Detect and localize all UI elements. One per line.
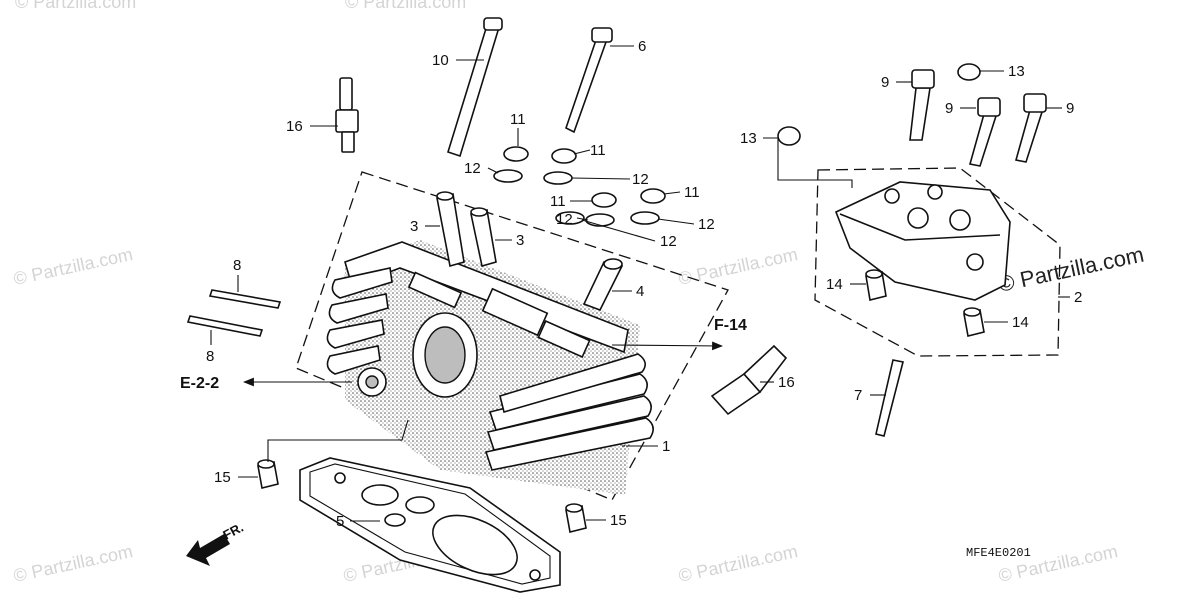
callout-9[interactable]: 9 <box>881 74 889 91</box>
head-gasket <box>299 457 561 593</box>
leader-lines <box>210 45 1070 522</box>
long-bolt <box>565 27 613 134</box>
callout-10[interactable]: 10 <box>432 52 449 69</box>
holder-bolt <box>1014 93 1047 163</box>
cylinder-head-fins-left <box>326 267 393 375</box>
collar <box>865 269 887 301</box>
rocker-boss <box>481 287 549 337</box>
watermark: © Partzilla.com <box>15 0 136 12</box>
callout-15[interactable]: 15 <box>214 469 231 486</box>
reference-label-f14[interactable]: F-14 <box>714 317 747 334</box>
cylinder-head-group <box>295 171 729 501</box>
callout-4[interactable]: 4 <box>636 283 644 300</box>
callout-5[interactable]: 5 <box>336 513 344 530</box>
callout-3[interactable]: 3 <box>410 218 418 235</box>
callout-6[interactable]: 6 <box>638 38 646 55</box>
callout-14[interactable]: 14 <box>826 276 843 293</box>
callout-9[interactable]: 9 <box>945 100 953 117</box>
watermark: © Partzilla.com <box>677 541 800 586</box>
front-arrow-icon <box>186 534 230 566</box>
cylinder-head-fins-right <box>484 353 654 471</box>
watermark-strong: © Partzilla.com <box>996 242 1146 297</box>
callout-2[interactable]: 2 <box>1074 289 1082 306</box>
callout-16[interactable]: 16 <box>286 118 303 135</box>
rocker-holder-boundary <box>814 167 1061 357</box>
long-bolt <box>447 17 503 158</box>
cap-nut <box>777 126 801 146</box>
dowel-pin <box>565 503 587 533</box>
watermark: © Partzilla.com <box>345 0 466 12</box>
stud-bolt <box>875 359 904 437</box>
reference-label-e22[interactable]: E-2-2 <box>180 375 219 392</box>
watermark: © Partzilla.com <box>12 244 135 289</box>
cap-nut <box>957 63 981 81</box>
callout-9[interactable]: 9 <box>1066 100 1074 117</box>
callout-12[interactable]: 12 <box>632 171 649 188</box>
callout-12[interactable]: 12 <box>660 233 677 250</box>
holder-bolt <box>968 97 1001 167</box>
valve-guide <box>436 191 465 268</box>
oil-sleeve <box>582 258 624 312</box>
diagram-code: MFE4E0201 <box>966 546 1031 560</box>
rocker-arm-holder <box>834 181 1011 301</box>
reference-arrow-f14 <box>611 341 724 351</box>
spark-plug <box>335 77 359 153</box>
rocker-arm-holder-group <box>814 167 1061 357</box>
callout-15[interactable]: 15 <box>610 512 627 529</box>
callout-16[interactable]: 16 <box>778 374 795 391</box>
watermark: © Partzilla.com <box>12 541 135 586</box>
holder-bolt <box>909 69 935 141</box>
callout-14[interactable]: 14 <box>1012 314 1029 331</box>
collar <box>963 307 985 337</box>
callout-labels: 1 2 3 3 4 5 6 7 8 8 9 9 9 10 11 11 11 11… <box>206 38 1082 530</box>
front-direction-indicator: FR. <box>186 520 246 566</box>
callout-11[interactable]: 11 <box>684 184 700 201</box>
rocker-boss <box>537 319 591 359</box>
cylinder-head-boundary <box>295 171 729 501</box>
callout-8[interactable]: 8 <box>233 257 241 274</box>
callout-12[interactable]: 12 <box>698 216 715 233</box>
watermark: © Partzilla.com <box>677 244 800 289</box>
callout-11[interactable]: 11 <box>590 142 606 159</box>
callout-13[interactable]: 13 <box>740 130 757 147</box>
callout-11[interactable]: 11 <box>510 111 526 128</box>
callout-3[interactable]: 3 <box>516 232 524 249</box>
callout-12[interactable]: 12 <box>464 160 481 177</box>
valve-guide <box>470 207 497 268</box>
callout-8[interactable]: 8 <box>206 348 214 365</box>
callout-7[interactable]: 7 <box>854 387 862 404</box>
callout-11[interactable]: 11 <box>550 193 566 210</box>
stud-bolt <box>186 315 264 337</box>
stud-bolt <box>208 289 282 309</box>
spark-plug <box>710 344 788 416</box>
head-fitting-inner <box>365 375 379 389</box>
callout-13[interactable]: 13 <box>1008 63 1025 80</box>
rocker-boss <box>407 271 463 309</box>
dowel-pin <box>257 459 279 489</box>
callout-12[interactable]: 12 <box>556 211 573 228</box>
intake-port-inner <box>424 326 466 384</box>
callout-1[interactable]: 1 <box>662 438 670 455</box>
